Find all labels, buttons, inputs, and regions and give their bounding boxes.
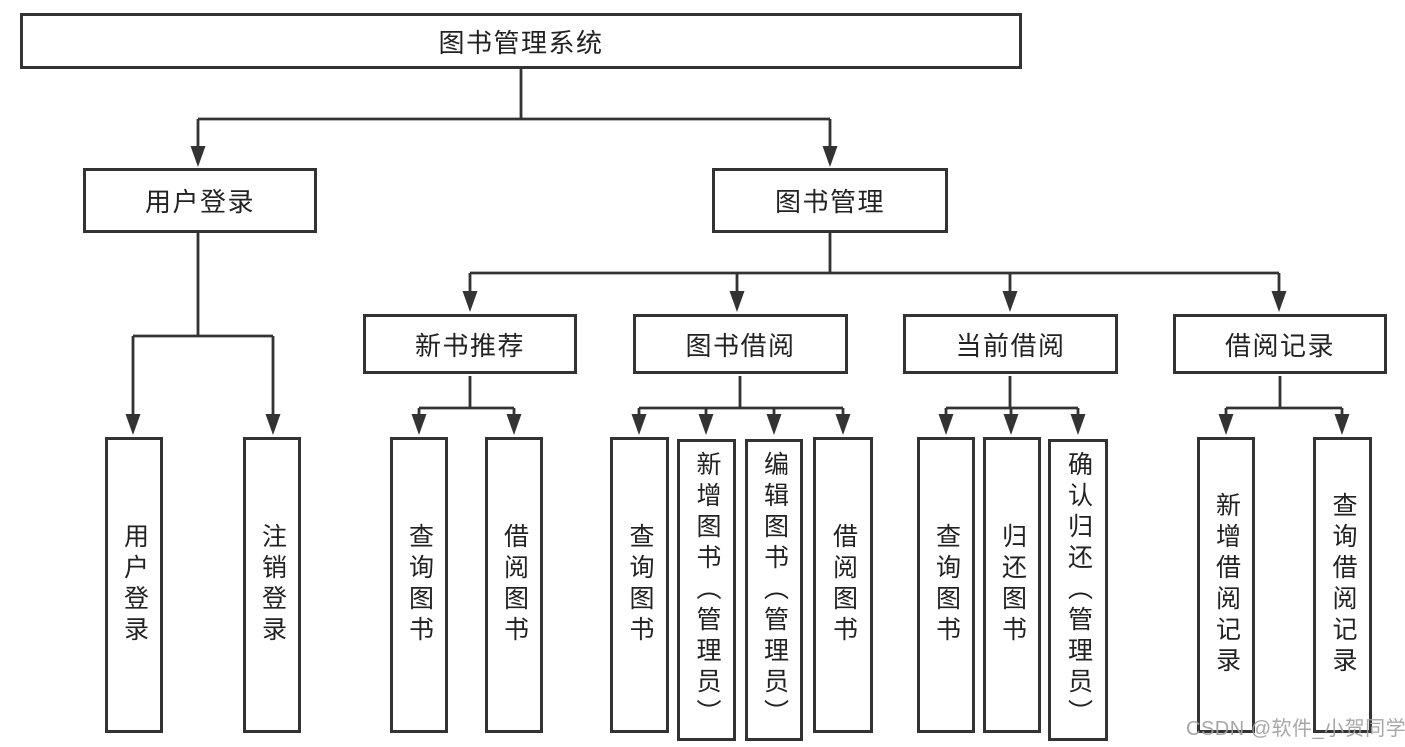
node-label: 借阅图书 — [829, 523, 858, 647]
node-label: 查询图书 — [405, 523, 434, 647]
node-current-borrow: 当前借阅 — [903, 314, 1118, 374]
node-book-management-system: 图书管理系统 — [20, 13, 1022, 69]
node-leaf-add-borrow-record: 新增借阅记录 — [1197, 437, 1255, 733]
node-leaf-borrow-books-recommend: 借阅图书 — [485, 437, 543, 733]
node-label: 当前借阅 — [955, 330, 1066, 361]
node-leaf-edit-books-admin: 编辑图书（管理员） — [745, 439, 803, 741]
node-leaf-query-books-current: 查询图书 — [917, 437, 975, 733]
node-label: 确认归还（管理员） — [1064, 451, 1093, 730]
node-label: 借阅记录 — [1224, 330, 1335, 361]
node-label: 查询借阅记录 — [1329, 492, 1357, 678]
node-label: 查询图书 — [626, 523, 654, 647]
node-user-login: 用户登录 — [83, 168, 317, 233]
node-leaf-borrow-books: 借阅图书 — [813, 437, 873, 733]
node-label: 归还图书 — [998, 523, 1027, 647]
node-label: 新书推荐 — [414, 330, 525, 361]
node-label: 图书管理 — [774, 187, 885, 217]
node-leaf-return-books: 归还图书 — [983, 437, 1041, 733]
node-leaf-user-login: 用户登录 — [105, 437, 163, 733]
node-leaf-query-books-borrow: 查询图书 — [610, 437, 669, 733]
node-borrow-records: 借阅记录 — [1173, 314, 1387, 374]
node-label: 借阅图书 — [500, 523, 529, 647]
node-label: 用户登录 — [120, 523, 149, 647]
node-label: 图书借阅 — [685, 330, 796, 361]
node-leaf-add-books-admin: 新增图书（管理员） — [677, 439, 736, 741]
node-label: 图书管理系统 — [438, 27, 604, 58]
node-label: 注销登录 — [258, 523, 287, 647]
node-book-management: 图书管理 — [712, 168, 948, 233]
node-leaf-query-books-recommend: 查询图书 — [390, 437, 448, 733]
node-label: 用户登录 — [144, 187, 255, 217]
node-label: 编辑图书（管理员） — [760, 451, 789, 730]
node-label: 新增借阅记录 — [1212, 492, 1241, 678]
node-leaf-query-borrow-record: 查询借阅记录 — [1313, 437, 1372, 733]
node-new-book-recommend: 新书推荐 — [363, 314, 577, 374]
node-book-borrow: 图书借阅 — [633, 314, 848, 374]
node-label: 新增图书（管理员） — [693, 451, 721, 730]
csdn-watermark: CSDN @软件_小贺同学 — [1186, 718, 1405, 740]
node-leaf-logout: 注销登录 — [243, 437, 301, 733]
node-leaf-confirm-return-admin: 确认归还（管理员） — [1048, 439, 1108, 741]
node-label: 查询图书 — [932, 523, 961, 647]
